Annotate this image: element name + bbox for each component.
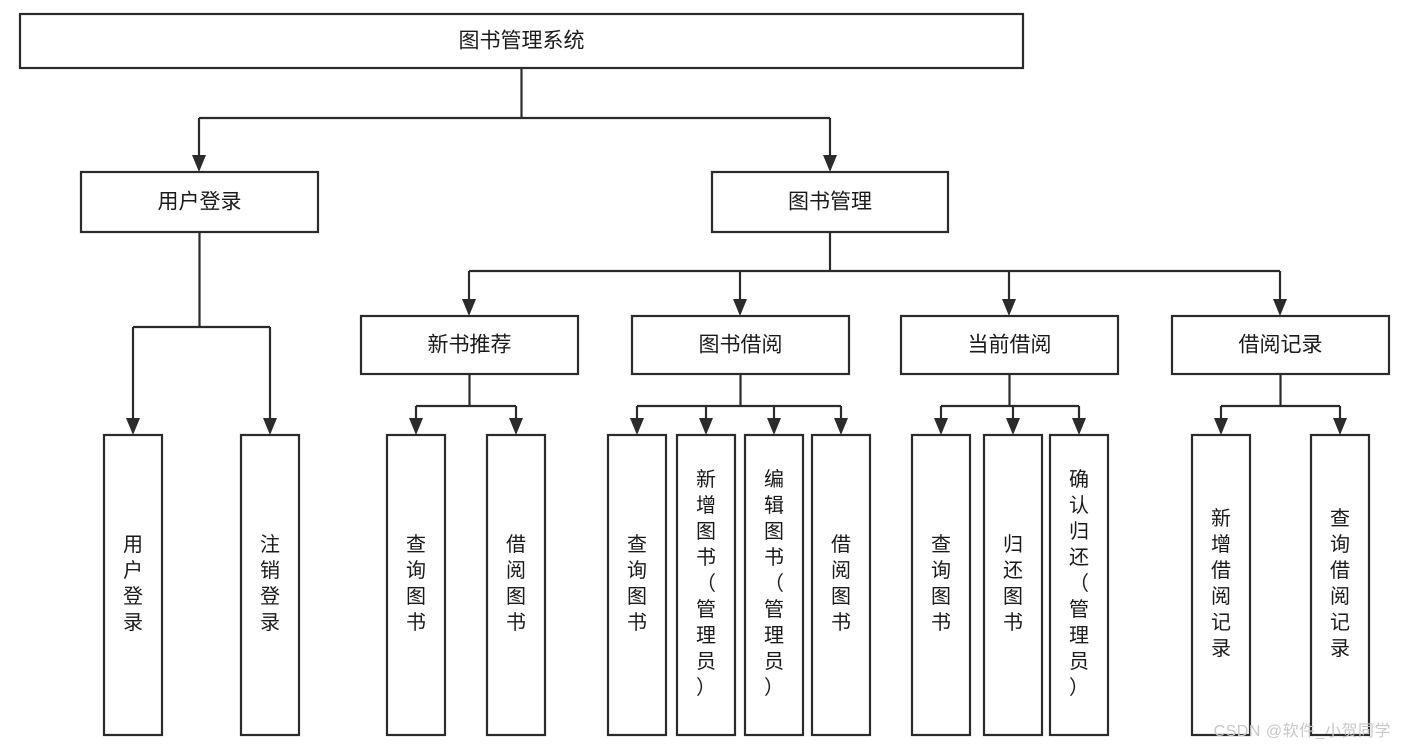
node-leaf-query-book-1-box[interactable] [385, 433, 447, 737]
node-user-login[interactable]: 用户登录 [79, 170, 320, 234]
node-current-borrow[interactable]: 当前借阅 [899, 314, 1120, 376]
connector-current-to-leaves [934, 374, 1086, 435]
connector-edges-layer [126, 68, 1347, 435]
node-leaf-query-record[interactable]: 查询借阅记录 [1309, 433, 1371, 737]
node-leaf-confirm-return-label: 确认归还（管理员） [1069, 468, 1089, 699]
node-book-manage[interactable]: 图书管理 [710, 170, 950, 234]
node-leaf-edit-book-box[interactable] [743, 433, 805, 737]
node-leaf-add-record-label: 新增借阅记录 [1211, 507, 1231, 660]
node-leaf-borrow-book-1[interactable]: 借阅图书 [485, 433, 547, 737]
node-book-borrow-box[interactable] [630, 314, 851, 376]
node-leaf-edit-book-label: 编辑图书（管理员） [764, 468, 784, 699]
node-root-system-box[interactable] [18, 12, 1025, 70]
node-leaf-query-book-2-box[interactable] [606, 433, 668, 737]
node-book-borrow-label: 图书借阅 [699, 334, 783, 357]
node-leaf-add-book-label: 新增图书（管理员） [696, 468, 716, 699]
node-leaf-return-book-label: 归还图书 [1003, 533, 1023, 634]
node-new-book-recommend-box[interactable] [359, 314, 580, 376]
node-borrow-record-label: 借阅记录 [1239, 334, 1323, 357]
node-leaf-add-record[interactable]: 新增借阅记录 [1190, 433, 1252, 737]
node-leaf-add-record-box[interactable] [1190, 433, 1252, 737]
node-root-system[interactable]: 图书管理系统 [18, 12, 1025, 70]
node-leaf-query-book-2[interactable]: 查询图书 [606, 433, 668, 737]
node-user-login-label: 用户登录 [158, 191, 242, 214]
node-leaf-edit-book[interactable]: 编辑图书（管理员） [743, 433, 805, 737]
connector-recommend-to-leaves [409, 374, 523, 435]
node-leaf-add-book-box[interactable] [675, 433, 737, 737]
node-leaf-user-login[interactable]: 用户登录 [102, 433, 164, 737]
node-new-book-recommend[interactable]: 新书推荐 [359, 314, 580, 376]
node-leaf-user-logout-label: 注销登录 [260, 533, 280, 634]
node-leaf-user-login-box[interactable] [102, 433, 164, 737]
node-leaf-borrow-book-2[interactable]: 借阅图书 [810, 433, 872, 737]
node-leaf-query-record-box[interactable] [1309, 433, 1371, 737]
node-borrow-record[interactable]: 借阅记录 [1170, 314, 1391, 376]
node-leaf-query-book-1-label: 查询图书 [406, 533, 426, 634]
node-leaf-return-book[interactable]: 归还图书 [982, 433, 1044, 737]
node-leaf-query-book-3-label: 查询图书 [931, 533, 951, 634]
node-root-system-label: 图书管理系统 [459, 30, 585, 53]
node-borrow-record-box[interactable] [1170, 314, 1391, 376]
diagram-nodes-layer: 图书管理系统用户登录图书管理新书推荐图书借阅当前借阅借阅记录用户登录注销登录查询… [18, 12, 1391, 737]
node-leaf-query-book-3-box[interactable] [910, 433, 972, 737]
node-current-borrow-box[interactable] [899, 314, 1120, 376]
node-leaf-borrow-book-2-box[interactable] [810, 433, 872, 737]
node-book-borrow[interactable]: 图书借阅 [630, 314, 851, 376]
node-leaf-confirm-return[interactable]: 确认归还（管理员） [1048, 433, 1110, 737]
connector-user-login-to-leaves [126, 232, 277, 435]
node-leaf-borrow-book-1-label: 借阅图书 [506, 533, 526, 634]
connector-record-to-leaves [1214, 374, 1347, 435]
csdn-watermark: CSDN @软件_小贺同学 [1213, 723, 1391, 740]
connector-root-to-level2 [192, 68, 837, 172]
node-leaf-query-book-2-label: 查询图书 [627, 533, 647, 634]
node-leaf-add-book[interactable]: 新增图书（管理员） [675, 433, 737, 737]
connector-borrow-to-leaves [630, 374, 848, 435]
node-leaf-query-book-1[interactable]: 查询图书 [385, 433, 447, 737]
node-leaf-return-book-box[interactable] [982, 433, 1044, 737]
node-new-book-recommend-label: 新书推荐 [428, 334, 512, 357]
node-current-borrow-label: 当前借阅 [968, 334, 1052, 357]
node-book-manage-box[interactable] [710, 170, 950, 234]
node-user-login-box[interactable] [79, 170, 320, 234]
node-leaf-user-logout-box[interactable] [239, 433, 301, 737]
node-leaf-confirm-return-box[interactable] [1048, 433, 1110, 737]
node-leaf-user-logout[interactable]: 注销登录 [239, 433, 301, 737]
connector-book-manage-to-level3 [462, 232, 1287, 316]
node-leaf-user-login-label: 用户登录 [123, 534, 143, 634]
node-leaf-query-book-3[interactable]: 查询图书 [910, 433, 972, 737]
node-leaf-borrow-book-2-label: 借阅图书 [831, 533, 851, 634]
node-leaf-borrow-book-1-box[interactable] [485, 433, 547, 737]
node-book-manage-label: 图书管理 [788, 191, 872, 214]
node-leaf-query-record-label: 查询借阅记录 [1330, 507, 1350, 660]
